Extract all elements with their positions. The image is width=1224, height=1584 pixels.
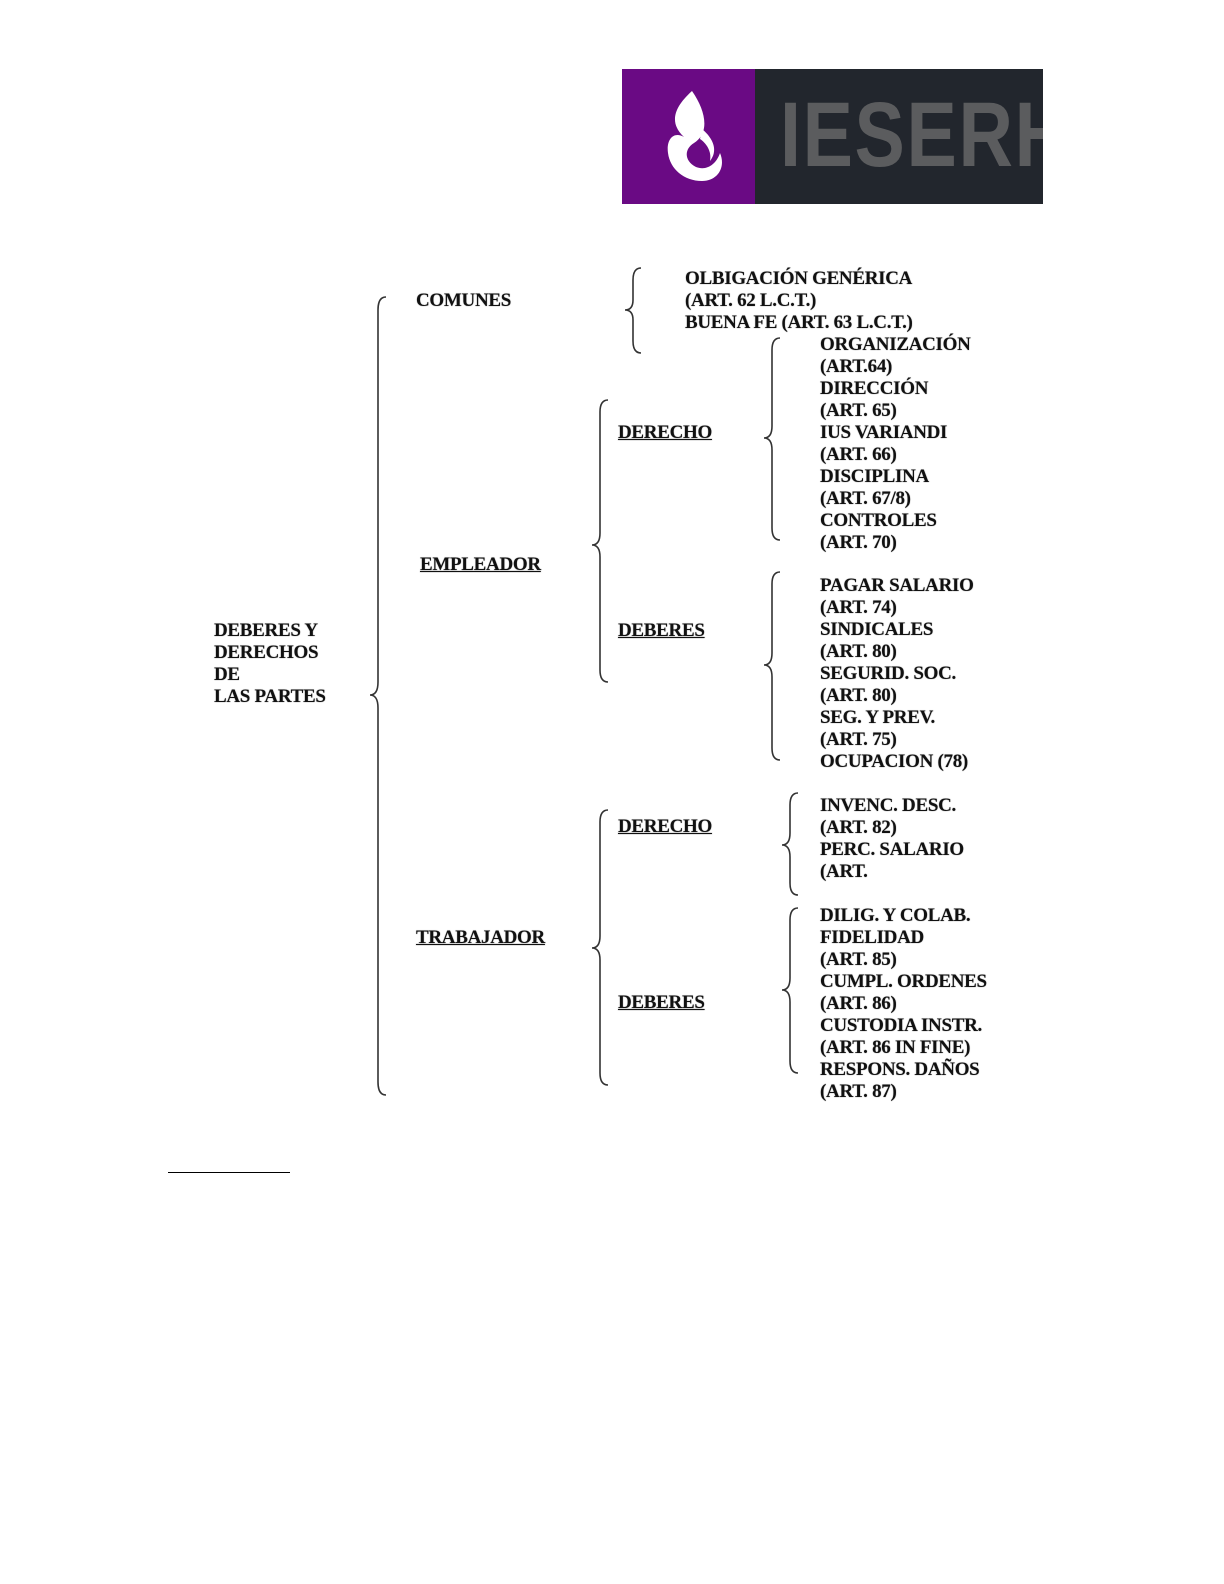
list-item: (ART. 70) [820, 532, 897, 553]
list-item: FIDELIDAD [820, 927, 924, 948]
comunes-list: OLBIGACIÓN GENÉRICA (ART. 62 L.C.T.) BUE… [685, 268, 913, 334]
list-item: INVENC. DESC. [820, 795, 956, 816]
trabajador-deberes-list: DILIG. Y COLAB.FIDELIDAD(ART. 85)CUMPL. … [820, 905, 987, 1103]
brace-root [369, 296, 387, 1096]
list-item: OLBIGACIÓN GENÉRICA [685, 268, 913, 289]
root-line: DEBERES Y [214, 620, 318, 641]
list-item: RESPONS. DAÑOS [820, 1059, 980, 1080]
list-item: (ART. 82) [820, 817, 897, 838]
empleador-label: EMPLEADOR [420, 554, 541, 575]
root-title: DEBERES Y DERECHOS DE LAS PARTES [214, 620, 326, 708]
list-item: (ART. 75) [820, 729, 897, 750]
brace-trabajador [591, 809, 609, 1086]
list-item: (ART. 86 IN FINE) [820, 1037, 971, 1058]
root-line: LAS PARTES [214, 686, 326, 707]
list-item: (ART. 80) [820, 641, 897, 662]
list-item: (ART. 67/8) [820, 488, 911, 509]
list-item: ORGANIZACIÓN [820, 334, 971, 355]
empleador-derecho-label: DERECHO [618, 422, 712, 443]
brace-empleador [591, 399, 609, 683]
brace-comunes [624, 267, 642, 354]
trabajador-deberes-label: DEBERES [618, 992, 705, 1013]
list-item: PERC. SALARIO [820, 839, 964, 860]
trabajador-derecho-list: INVENC. DESC.(ART. 82)PERC. SALARIO(ART. [820, 795, 964, 883]
list-item: (ART. 85) [820, 949, 897, 970]
list-item: (ART. 87) [820, 1081, 897, 1102]
logo-wordmark: IESERH [780, 84, 1043, 186]
footnote-separator [168, 1172, 290, 1173]
list-item: PAGAR SALARIO [820, 575, 974, 596]
trabajador-label: TRABAJADOR [416, 927, 545, 948]
list-item: (ART. 66) [820, 444, 897, 465]
list-item: DIRECCIÓN [820, 378, 929, 399]
comunes-label: COMUNES [416, 290, 512, 311]
root-line: DE [214, 664, 240, 685]
list-item: (ART. [820, 861, 868, 882]
list-item: (ART. 74) [820, 597, 897, 618]
list-item: (ART. 80) [820, 685, 897, 706]
list-item: IUS VARIANDI [820, 422, 948, 443]
flame-icon [667, 91, 722, 181]
list-item: SEG. Y PREV. [820, 707, 936, 728]
ieserh-logo: IESERH [622, 69, 1043, 204]
brace-trabajador-deberes [781, 907, 799, 1074]
logo-flame-square [622, 69, 755, 204]
empleador-derecho-list: ORGANIZACIÓN(ART.64)DIRECCIÓN(ART. 65)IU… [820, 334, 971, 554]
root-line: DERECHOS [214, 642, 319, 663]
brace-empleador-deberes [763, 571, 781, 761]
brace-trabajador-derecho [781, 792, 799, 896]
list-item: OCUPACION (78) [820, 751, 968, 772]
list-item: CUSTODIA INSTR. [820, 1015, 982, 1036]
brace-empleador-derecho [763, 337, 781, 541]
list-item: BUENA FE (ART. 63 L.C.T.) [685, 312, 913, 333]
empleador-deberes-label: DEBERES [618, 620, 705, 641]
list-item: SEGURID. SOC. [820, 663, 956, 684]
list-item: DISCIPLINA [820, 466, 929, 487]
trabajador-derecho-label: DERECHO [618, 816, 712, 837]
list-item: CONTROLES [820, 510, 937, 531]
empleador-deberes-list: PAGAR SALARIO(ART. 74)SINDICALES(ART. 80… [820, 575, 974, 773]
list-item: CUMPL. ORDENES [820, 971, 987, 992]
list-item: (ART. 65) [820, 400, 897, 421]
list-item: (ART. 62 L.C.T.) [685, 290, 817, 311]
list-item: (ART.64) [820, 356, 893, 377]
list-item: DILIG. Y COLAB. [820, 905, 971, 926]
list-item: (ART. 86) [820, 993, 897, 1014]
list-item: SINDICALES [820, 619, 934, 640]
